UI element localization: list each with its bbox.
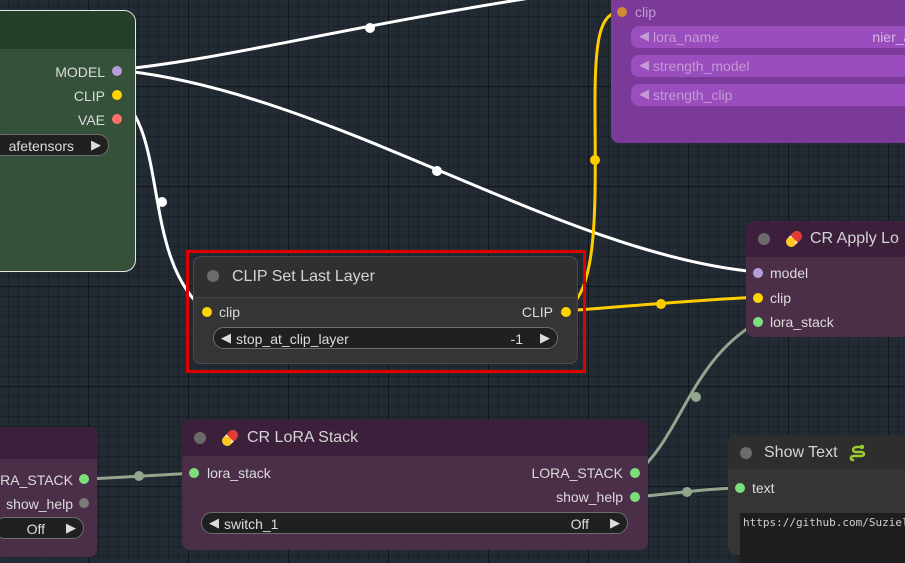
output-model-label: MODEL [55, 64, 105, 80]
output-clip-slot[interactable] [112, 90, 122, 100]
strength-model-label: strength_model [653, 58, 750, 74]
wire-midpoint [134, 471, 144, 481]
output-clip-label: CLIP [521, 304, 553, 320]
output-show-help-slot[interactable] [79, 498, 89, 508]
wire-midpoint [157, 197, 167, 207]
input-text-label: text [752, 480, 775, 496]
collapse-dot-icon[interactable] [194, 432, 206, 444]
snake-icon [849, 444, 866, 462]
pill-icon [786, 231, 802, 247]
input-model-label: model [770, 265, 809, 281]
wire-stack-to-apply [634, 320, 759, 476]
switch-widget[interactable]: Off ▶ [0, 517, 84, 539]
lora-name-label: lora_name [653, 29, 720, 45]
arrow-left-icon[interactable]: ◀ [639, 86, 649, 101]
output-show-help-slot[interactable] [630, 492, 640, 502]
node-title: CR Apply Lo [810, 230, 899, 247]
wire-midpoint [656, 299, 666, 309]
output-lora-stack-slot[interactable] [630, 468, 640, 478]
wire-model-top [115, 0, 528, 72]
output-show-help-label: show_help [6, 496, 73, 512]
input-clip-label: clip [219, 304, 241, 320]
node-title: Show Text [764, 444, 838, 461]
arrow-left-icon[interactable]: ◀ [639, 28, 649, 43]
arrow-right-icon[interactable]: ▶ [91, 137, 101, 152]
node-header [182, 420, 648, 456]
output-vae-label: VAE [78, 112, 105, 128]
stop-at-clip-layer-label: stop_at_clip_layer [236, 331, 349, 347]
output-clip-label: CLIP [73, 88, 105, 104]
node-header [746, 221, 905, 257]
arrow-left-icon[interactable]: ◀ [221, 330, 231, 345]
wire-clip-to-apply [564, 295, 759, 313]
input-lora-stack-slot[interactable] [189, 468, 199, 478]
switch-1-label: switch_1 [224, 516, 279, 532]
wire-midpoint [682, 487, 692, 497]
lora-name-widget[interactable]: ◀ lora_name nier_ar [631, 26, 905, 48]
wire-midpoint [432, 166, 442, 176]
node-header [194, 257, 577, 298]
wire-model-to-apply [115, 68, 759, 274]
checkpoint-loader-node[interactable]: MODEL CLIP VAE afetensors ▶ [0, 10, 136, 272]
output-show-help-label: show_help [556, 489, 623, 505]
strength-clip-label: strength_clip [653, 87, 733, 103]
collapse-dot-icon[interactable] [740, 447, 752, 459]
output-lora-stack-slot[interactable] [79, 474, 89, 484]
output-vae-slot[interactable] [112, 114, 122, 124]
switch-1-value: Off [570, 516, 589, 532]
output-clip-slot[interactable] [561, 307, 571, 317]
input-lora-stack-label: lora_stack [207, 465, 271, 481]
node-title: CR LoRA Stack [247, 429, 359, 446]
wire-midpoint [365, 23, 375, 33]
switch-1-widget[interactable]: ◀ switch_1 Off ▶ [201, 512, 628, 534]
lora-loader-node[interactable]: clip ◀ lora_name nier_ar ◀ strength_mode… [611, 0, 905, 143]
show-text-node[interactable]: Show Text text https://github.com/Suziel… [728, 435, 905, 563]
lora-stack-left-node[interactable]: RA_STACK show_help Off ▶ [0, 427, 97, 557]
wire-midpoint [590, 155, 600, 165]
lora-name-value: nier_ar [872, 29, 905, 45]
collapse-dot-icon[interactable] [207, 270, 219, 282]
input-lora-stack-label: lora_stack [770, 314, 834, 330]
arrow-right-icon[interactable]: ▶ [610, 515, 620, 530]
pill-icon [222, 430, 238, 446]
output-lora-stack-label: RA_STACK [0, 472, 73, 488]
arrow-left-icon[interactable]: ◀ [639, 57, 649, 72]
strength-clip-widget[interactable]: ◀ strength_clip [631, 84, 905, 106]
selection-highlight [186, 250, 586, 373]
input-lora-stack-slot[interactable] [753, 317, 763, 327]
input-clip-slot[interactable] [617, 7, 627, 17]
wire-midpoint [691, 392, 701, 402]
output-lora-stack-label: LORA_STACK [531, 465, 623, 481]
node-header [0, 427, 97, 459]
arrow-right-icon[interactable]: ▶ [66, 520, 76, 535]
input-clip-label: clip [635, 4, 657, 20]
node-header [0, 11, 135, 49]
node-header [728, 435, 905, 469]
stop-at-clip-layer-value: -1 [510, 331, 523, 347]
ckpt-name-value: afetensors [8, 138, 74, 154]
input-clip-label: clip [770, 290, 792, 306]
input-clip-slot[interactable] [753, 293, 763, 303]
clip-set-last-layer-node[interactable]: CLIP Set Last Layer clip CLIP ◀ stop_at_… [193, 256, 578, 364]
cr-apply-lora-stack-node[interactable]: CR Apply Lo model clip lora_stack [746, 221, 905, 337]
input-text-slot[interactable] [735, 483, 745, 493]
stop-at-clip-layer-widget[interactable]: ◀ stop_at_clip_layer -1 ▶ [213, 327, 558, 349]
text-output-content: https://github.com/Suziel/C [743, 516, 905, 529]
input-clip-slot[interactable] [202, 307, 212, 317]
strength-model-widget[interactable]: ◀ strength_model [631, 55, 905, 77]
ckpt-name-widget[interactable]: afetensors ▶ [0, 134, 109, 156]
switch-value: Off [26, 521, 45, 537]
arrow-right-icon[interactable]: ▶ [540, 330, 550, 345]
output-model-slot[interactable] [112, 66, 122, 76]
text-output-area[interactable]: https://github.com/Suziel/C [740, 513, 905, 563]
node-title: CLIP Set Last Layer [232, 268, 375, 285]
arrow-left-icon[interactable]: ◀ [209, 515, 219, 530]
collapse-dot-icon[interactable] [758, 233, 770, 245]
input-model-slot[interactable] [753, 268, 763, 278]
cr-lora-stack-node[interactable]: CR LoRA Stack lora_stack LORA_STACK show… [182, 420, 648, 550]
